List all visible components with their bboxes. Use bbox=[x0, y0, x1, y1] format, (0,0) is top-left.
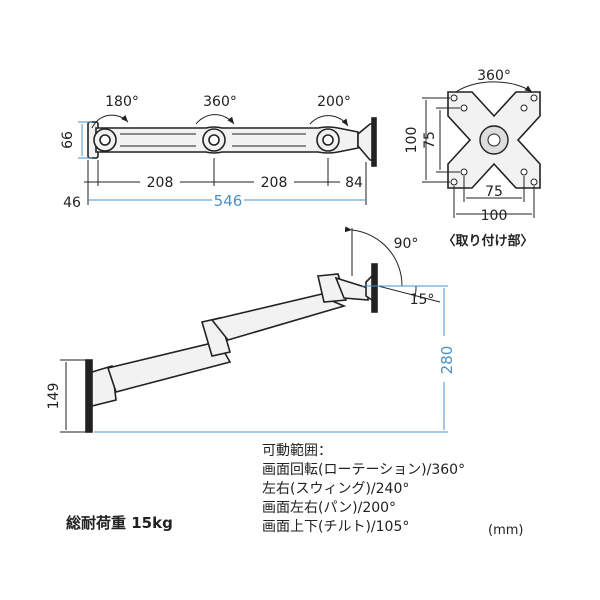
tilt-up-label: 90° bbox=[394, 236, 419, 252]
dim-lines-top bbox=[84, 158, 367, 205]
dim-66 bbox=[78, 121, 92, 159]
vesa-height-75: 75 bbox=[422, 131, 438, 149]
vesa-caption: 〈取り付け部〉 bbox=[442, 233, 533, 249]
spec-line-pan: 画面左右(パン)/200° bbox=[262, 500, 397, 516]
dim-208-a-label: 208 bbox=[147, 175, 174, 191]
top-view-arm bbox=[87, 117, 377, 167]
angle-360: 360° bbox=[203, 94, 237, 110]
dim-84-label: 84 bbox=[345, 175, 363, 191]
movement-range-specs: 可動範囲： 画面回転(ローテーション)/360° 左右(スウィング)/240° … bbox=[262, 442, 465, 537]
unit-label: (mm) bbox=[488, 523, 524, 538]
top-rotation-arcs bbox=[91, 114, 349, 129]
dim-46-label: 46 bbox=[63, 195, 81, 211]
vesa-width-100: 100 bbox=[481, 208, 508, 224]
dim-280-label: 280 bbox=[438, 346, 456, 375]
tilt-down-label: 15° bbox=[410, 292, 435, 308]
spec-line-swing: 左右(スウィング)/240° bbox=[262, 481, 410, 497]
vesa-width-75: 75 bbox=[485, 184, 503, 200]
vesa-plate bbox=[447, 91, 541, 189]
spec-line-rotation: 画面回転(ローテーション)/360° bbox=[262, 462, 466, 478]
dim-149 bbox=[60, 359, 86, 433]
spec-line-tilt: 画面上下(チルト)/105° bbox=[262, 519, 410, 535]
dim-208-b-label: 208 bbox=[261, 175, 288, 191]
vesa-height-100: 100 bbox=[404, 127, 420, 154]
vesa-rotation-label: 360° bbox=[477, 68, 511, 84]
dim-149-label: 149 bbox=[46, 383, 62, 410]
total-load-capacity: 総耐荷重 15kg bbox=[66, 514, 173, 532]
dim-280 bbox=[94, 285, 448, 433]
dim-66-label: 66 bbox=[60, 131, 76, 149]
dim-546-label: 546 bbox=[214, 192, 243, 210]
vesa-rotation-arc bbox=[455, 81, 533, 93]
angle-180: 180° bbox=[105, 94, 139, 110]
vesa-dim-lines bbox=[422, 97, 535, 218]
angle-200: 200° bbox=[317, 94, 351, 110]
specs-heading: 可動範囲： bbox=[262, 443, 332, 459]
side-view-arm bbox=[85, 263, 378, 433]
